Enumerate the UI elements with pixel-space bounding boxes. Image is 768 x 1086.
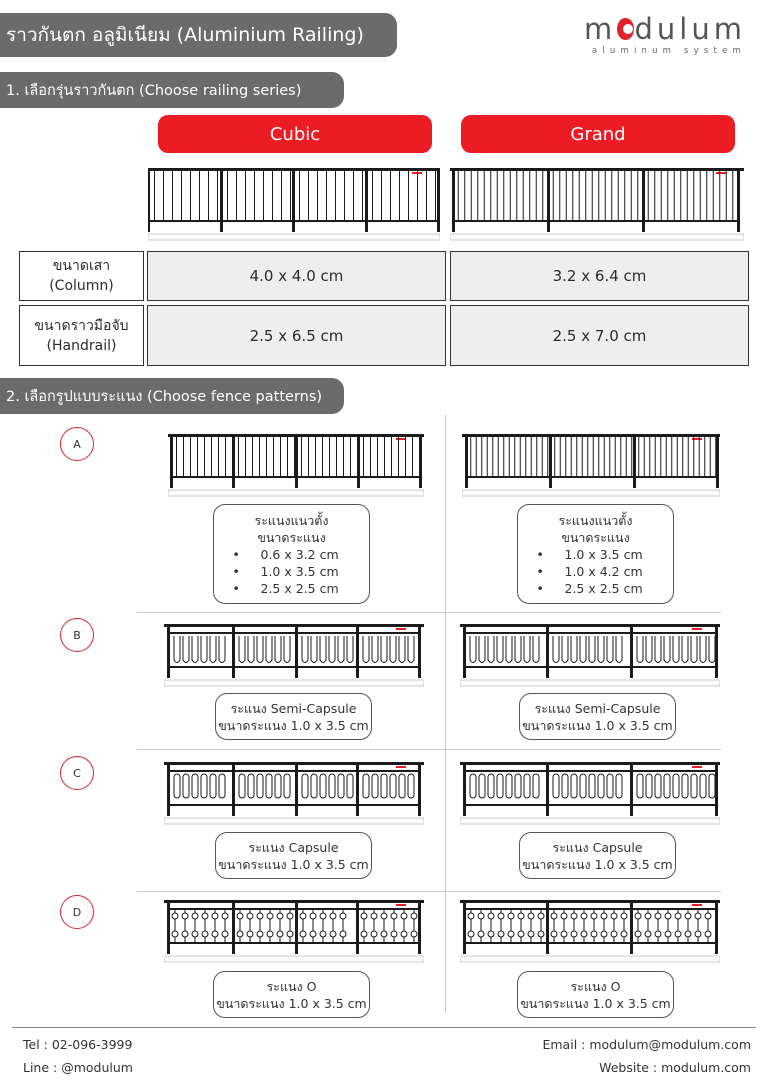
- spec-line2: ขนาดระแนง 1.0 x 3.5 cm: [522, 717, 673, 733]
- spec-bullet: •2.5 x 2.5 cm: [232, 580, 339, 596]
- column-label-th: ขนาดเสา: [52, 258, 111, 274]
- railing-capsule-grand-icon: [460, 762, 720, 825]
- handrail-grand-value: 2.5 x 7.0 cm: [450, 305, 749, 366]
- handrail-label-cell: ขนาดราวมือจับ (Handrail): [19, 305, 144, 366]
- railing-o-cubic-icon: [164, 900, 424, 963]
- spec-bullet: •2.5 x 2.5 cm: [536, 580, 643, 596]
- handrail-label-en: (Handrail): [46, 337, 117, 354]
- pattern-c-marker: C: [60, 756, 94, 790]
- footer-divider: [12, 1027, 756, 1028]
- pattern-a-grand-spec: ระแนงแนวตั้ง ขนาดระแนง •1.0 x 3.5 cm •1.…: [517, 504, 674, 604]
- railing-vertical-grand-icon: [450, 168, 744, 241]
- modulum-logo: m dulum aluminum system: [584, 12, 746, 56]
- spec-line2: ขนาดระแนง 1.0 x 3.5 cm: [218, 856, 369, 872]
- spec-bullet: •1.0 x 3.5 cm: [536, 546, 643, 562]
- spec-line1: ระแนง Capsule: [552, 839, 643, 855]
- spec-line2: ขนาดระแนง 1.0 x 3.5 cm: [522, 856, 673, 872]
- spec-line1: ระแนง Capsule: [248, 839, 339, 855]
- logo-o-icon: [617, 18, 634, 40]
- spec-bullet-text: 1.0 x 3.5 cm: [564, 546, 643, 562]
- spec-line2: ขนาดระแนง 1.0 x 3.5 cm: [218, 717, 369, 733]
- spec-line1: ระแนง O: [266, 978, 317, 994]
- handrail-label-th: ขนาดราวมือจับ: [34, 317, 129, 334]
- logo-tagline: aluminum system: [591, 46, 746, 56]
- spec-line1: ระแนงแนวตั้ง: [558, 512, 633, 528]
- row-divider-bc: [137, 749, 721, 750]
- footer-line[interactable]: Line : @modulum: [23, 1060, 133, 1075]
- spec-bullet: •1.0 x 4.2 cm: [536, 563, 643, 579]
- row-divider-cd: [137, 891, 721, 892]
- column-label-cell: ขนาดเสา (Column): [19, 251, 144, 301]
- spec-line1: ระแนง Semi-Capsule: [534, 700, 661, 716]
- page-title: ราวกันตก อลูมิเนียม (Aluminium Railing): [0, 13, 397, 57]
- column-label-en: (Column): [49, 278, 114, 294]
- spec-bullet-text: 1.0 x 3.5 cm: [260, 563, 339, 579]
- railing-a-grand-icon: [462, 434, 720, 497]
- handrail-cubic-value: 2.5 x 6.5 cm: [147, 305, 446, 366]
- series-cubic-button[interactable]: Cubic: [158, 115, 432, 153]
- pattern-c-cubic-spec: ระแนง Capsule ขนาดระแนง 1.0 x 3.5 cm: [215, 832, 372, 879]
- pattern-c-grand-spec: ระแนง Capsule ขนาดระแนง 1.0 x 3.5 cm: [519, 832, 676, 879]
- pattern-a-marker: A: [60, 427, 94, 461]
- spec-bullet-text: 0.6 x 3.2 cm: [260, 546, 339, 562]
- logo-text-pre: m: [584, 12, 617, 46]
- pattern-b-cubic-spec: ระแนง Semi-Capsule ขนาดระแนง 1.0 x 3.5 c…: [215, 693, 372, 740]
- spec-line2: ขนาดระแนง 1.0 x 3.5 cm: [216, 995, 367, 1011]
- spec-bullet-text: 2.5 x 2.5 cm: [564, 580, 643, 596]
- pattern-b-marker: B: [60, 618, 94, 652]
- footer-email[interactable]: Email : modulum@modulum.com: [542, 1037, 751, 1052]
- pattern-b-grand-spec: ระแนง Semi-Capsule ขนาดระแนง 1.0 x 3.5 c…: [519, 693, 676, 740]
- spec-bullet-text: 2.5 x 2.5 cm: [260, 580, 339, 596]
- spec-line1: ระแนงแนวตั้ง: [254, 512, 329, 528]
- pattern-a-cubic-spec: ระแนงแนวตั้ง ขนาดระแนง •0.6 x 3.2 cm •1.…: [213, 504, 370, 604]
- column-cubic-value: 4.0 x 4.0 cm: [147, 251, 446, 301]
- section1-heading: 1. เลือกรุ่นราวกันตก (Choose railing ser…: [0, 72, 344, 108]
- series-grand-button[interactable]: Grand: [461, 115, 735, 153]
- railing-semi-capsule-cubic-icon: [164, 624, 424, 687]
- railing-capsule-cubic-icon: [164, 762, 424, 825]
- pattern-d-marker: D: [60, 895, 94, 929]
- spec-bullet: •1.0 x 3.5 cm: [232, 563, 339, 579]
- pattern-d-grand-spec: ระแนง O ขนาดระแนง 1.0 x 3.5 cm: [517, 971, 674, 1018]
- logo-text-post: dulum: [634, 12, 746, 46]
- spec-line2: ขนาดระแนง: [257, 529, 326, 545]
- railing-a-cubic-icon: [168, 434, 424, 497]
- pattern-d-cubic-spec: ระแนง O ขนาดระแนง 1.0 x 3.5 cm: [213, 971, 370, 1018]
- spec-line1: ระแนง O: [570, 978, 621, 994]
- railing-vertical-cubic-icon: [148, 168, 440, 241]
- spec-bullet: •0.6 x 3.2 cm: [232, 546, 339, 562]
- footer-tel[interactable]: Tel : 02-096-3999: [23, 1037, 133, 1052]
- row-divider-ab: [137, 612, 721, 613]
- spec-line2: ขนาดระแนง 1.0 x 3.5 cm: [520, 995, 671, 1011]
- spec-line1: ระแนง Semi-Capsule: [230, 700, 357, 716]
- column-divider: [445, 415, 446, 1013]
- column-grand-value: 3.2 x 6.4 cm: [450, 251, 749, 301]
- spec-line2: ขนาดระแนง: [561, 529, 630, 545]
- railing-o-grand-icon: [460, 900, 720, 963]
- railing-semi-capsule-grand-icon: [460, 624, 720, 687]
- section2-heading: 2. เลือกรูปแบบระแนง (Choose fence patter…: [0, 378, 344, 414]
- spec-bullet-text: 1.0 x 4.2 cm: [564, 563, 643, 579]
- footer-website[interactable]: Website : modulum.com: [599, 1060, 751, 1075]
